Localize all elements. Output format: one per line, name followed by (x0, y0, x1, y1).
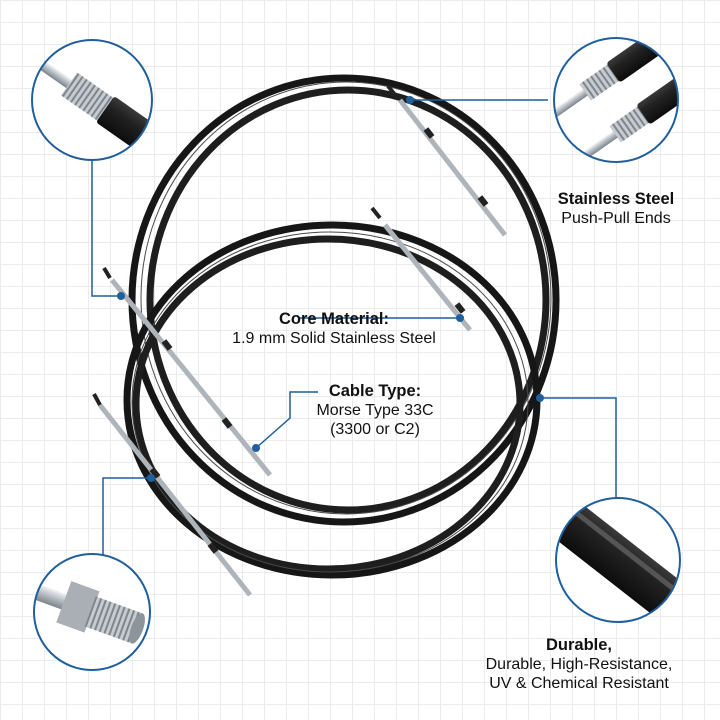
feature-title: Cable Type: (328, 382, 422, 400)
feature-label-core: Core Material: 1.9 mm Solid Stainless St… (200, 310, 468, 348)
cable-jacket-closeup (555, 497, 681, 623)
push-pull-rods-closeup (553, 37, 679, 163)
feature-line: 1.9 mm Solid Stainless Steel (232, 330, 436, 347)
push-pull-rod-left-upper (102, 266, 272, 477)
feature-title: Stainless Steel (557, 190, 675, 208)
feature-line: UV & Chemical Resistant (489, 675, 669, 692)
feature-line: Morse Type 33C (316, 402, 434, 419)
threaded-end-closeup (30, 39, 171, 162)
feature-label-ends: Stainless Steel Push-Pull Ends (540, 190, 692, 228)
feature-label-cable-type: Cable Type: Morse Type 33C (3300 or C2) (298, 382, 452, 439)
threaded-fitting-closeup (21, 553, 151, 671)
callout-dots (117, 96, 544, 482)
callout-lines (91, 99, 617, 555)
feature-line: Durable, High-Resistance, (485, 656, 673, 673)
feature-line: (3300 or C2) (330, 421, 420, 438)
push-pull-rod-middle (370, 206, 472, 332)
push-pull-rod-upper-right (386, 84, 507, 237)
cable-loop-upper (128, 74, 560, 526)
feature-line: Push-Pull Ends (561, 210, 671, 227)
push-pull-rod-left-lower (92, 393, 252, 597)
feature-label-durable: Durable, Durable, High-Resistance, UV & … (448, 636, 710, 693)
feature-title: Durable, (545, 636, 613, 654)
feature-title: Core Material: (278, 310, 390, 328)
